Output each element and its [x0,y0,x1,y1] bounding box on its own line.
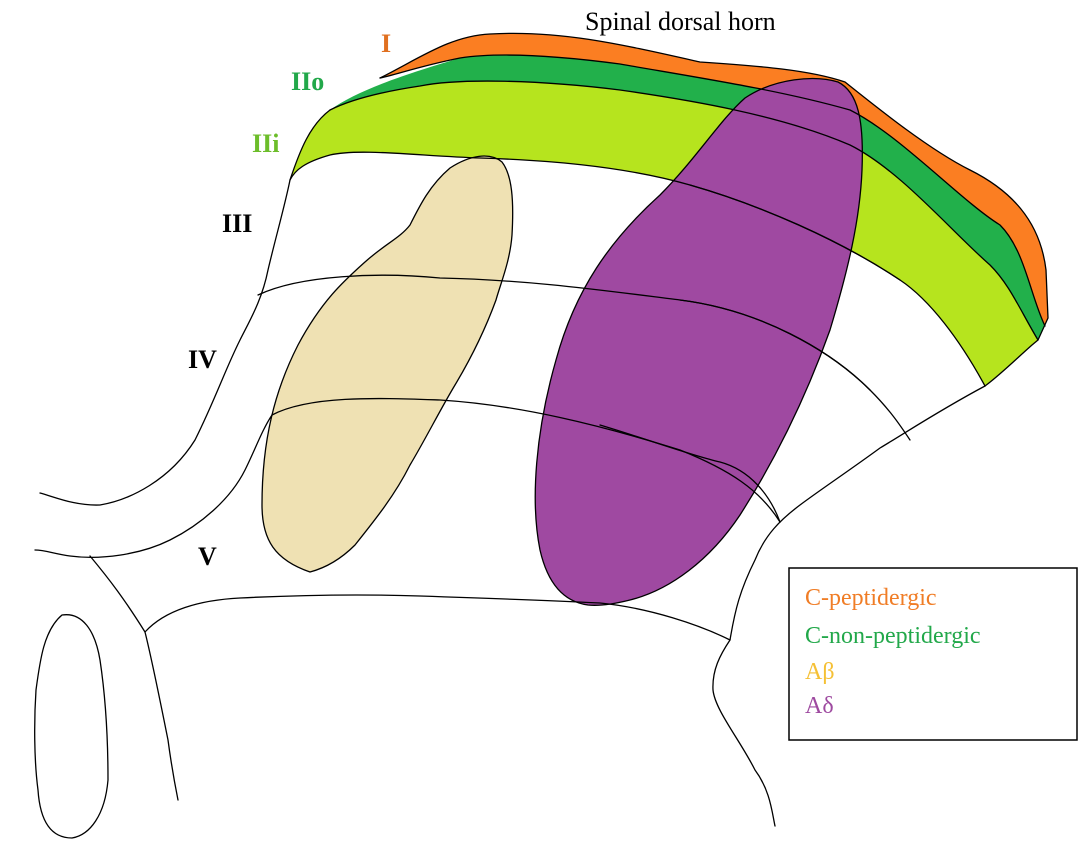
lamina-label-iv: IV [188,345,217,374]
left-descending-edge [90,556,178,800]
left-edge-lower [35,415,272,557]
legend-item-c-non-peptidergic: C-non-peptidergic [805,623,981,649]
abeta-region [262,156,513,572]
lamina-label-v: V [198,542,217,571]
legend-item-abeta: Aβ [805,659,835,685]
central-canal-outline [35,615,108,838]
boundary-v-deep [145,595,730,640]
lamina-label-iii: III [222,209,252,238]
legend: C-peptidergic C-non-peptidergic Aβ Aδ [789,568,1077,740]
lamina-label-i: I [381,29,391,58]
diagram-title: Spinal dorsal horn [585,7,776,36]
legend-item-c-peptidergic: C-peptidergic [805,585,937,611]
lamina-label-iii-inner: IIi [252,129,279,158]
lamina-label-iio: IIo [291,67,324,96]
legend-item-adelta: Aδ [805,693,834,719]
